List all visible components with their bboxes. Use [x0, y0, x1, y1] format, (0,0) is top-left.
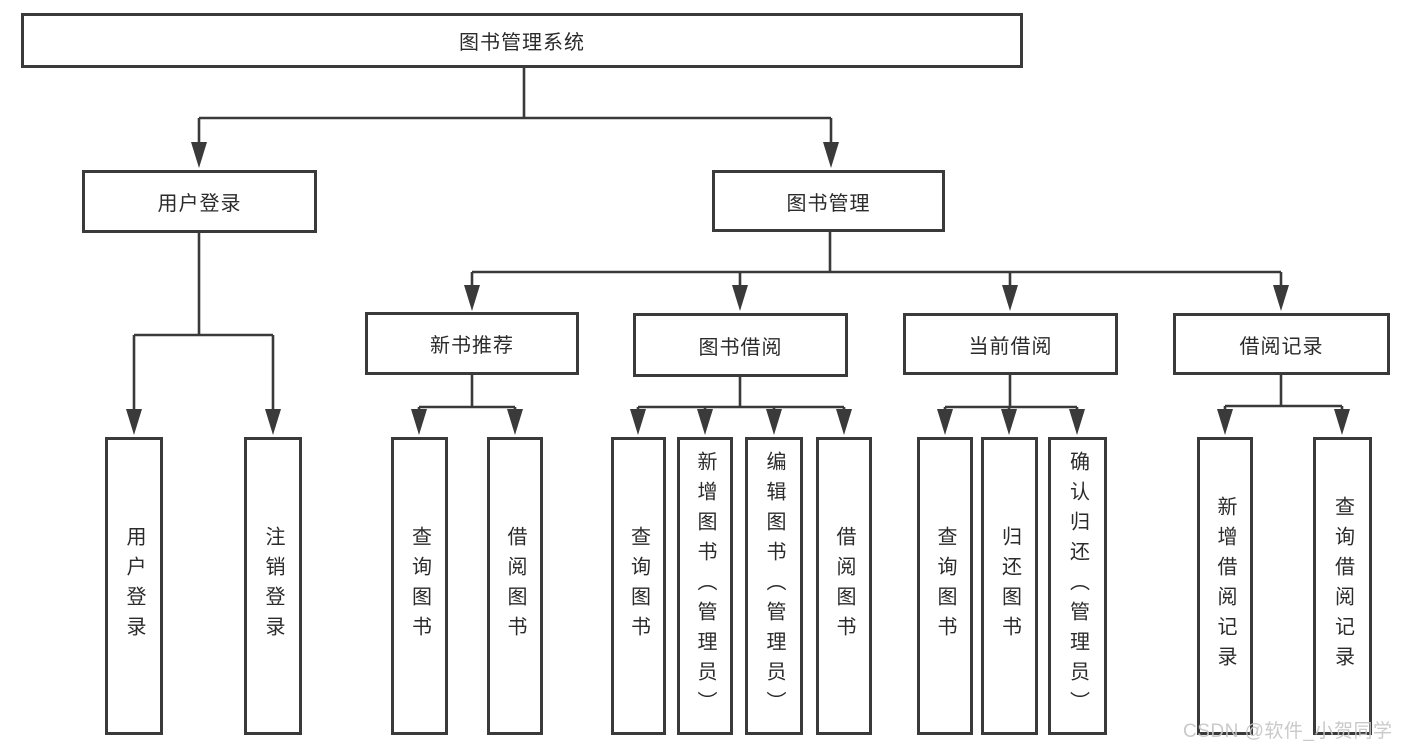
leaf-borrow-books-recommend: 借阅图书	[487, 437, 543, 735]
leaf-label: 注销登录	[262, 526, 284, 646]
leaf-label: 查询借阅记录	[1331, 496, 1354, 676]
node-new-book-recommendation: 新书推荐	[365, 312, 579, 375]
leaf-return-books: 归还图书	[981, 437, 1038, 735]
leaf-label: 编辑图书（管理员）	[763, 451, 785, 721]
leaf-query-books-current: 查询图书	[917, 437, 973, 735]
node-book-borrowing: 图书借阅	[633, 313, 848, 377]
node-borrowing-records: 借阅记录	[1173, 313, 1390, 375]
leaf-label: 归还图书	[998, 526, 1021, 646]
connector-stems	[132, 68, 1344, 415]
leaf-label: 查询图书	[408, 526, 431, 646]
leaf-query-books-borrowing: 查询图书	[611, 437, 666, 735]
csdn-watermark: CSDN @软件_小贺同学	[1183, 721, 1393, 742]
leaf-label: 确认归还（管理员）	[1066, 451, 1089, 721]
leaf-borrow-books-borrowing: 借阅图书	[816, 437, 872, 735]
leaf-label: 查询图书	[627, 526, 650, 646]
leaf-confirm-return-admin: 确认归还（管理员）	[1048, 437, 1107, 735]
leaf-label: 新增图书（管理员）	[694, 451, 716, 721]
leaf-add-books-admin: 新增图书（管理员）	[677, 437, 733, 735]
leaf-label: 用户登录	[123, 526, 145, 646]
leaf-edit-books-admin: 编辑图书（管理员）	[745, 437, 803, 735]
node-current-borrowing: 当前借阅	[903, 313, 1118, 375]
arrowheads	[126, 142, 1350, 435]
leaf-label: 借阅图书	[504, 526, 526, 646]
leaf-label: 借阅图书	[833, 526, 855, 646]
leaf-query-borrow-record: 查询借阅记录	[1313, 437, 1372, 735]
leaf-label: 新增借阅记录	[1214, 496, 1236, 676]
leaf-logout: 注销登录	[244, 437, 302, 735]
leaf-user-login: 用户登录	[105, 437, 163, 735]
root-node-book-management-system: 图书管理系统	[21, 13, 1023, 68]
node-user-login: 用户登录	[82, 170, 317, 233]
leaf-label: 查询图书	[934, 526, 956, 646]
leaf-add-borrow-record: 新增借阅记录	[1197, 437, 1253, 735]
leaf-query-books-recommend: 查询图书	[391, 437, 448, 735]
node-book-management: 图书管理	[712, 170, 945, 232]
